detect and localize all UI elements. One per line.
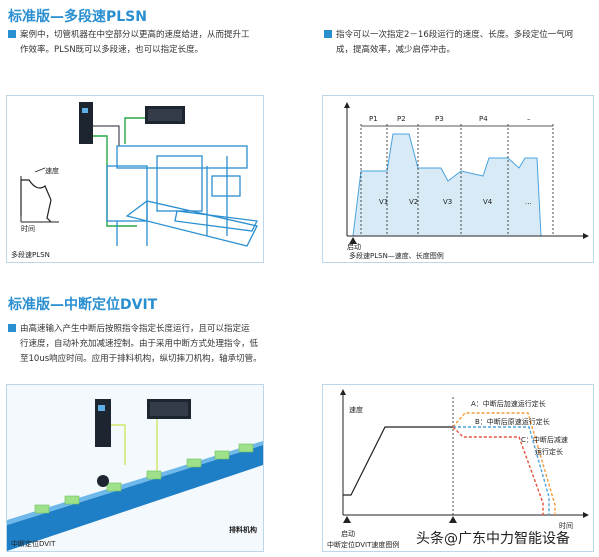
section2-left-panel: 排料机构 中断定位DVIT: [6, 384, 264, 552]
text-line: 行速度，自动补充加减速控制。由于采用中断方式处理指令，低: [20, 339, 259, 349]
value-label: V2: [409, 198, 419, 206]
bullet-icon: [8, 30, 16, 38]
line-b-label: B：中断后原速运行定长: [475, 418, 550, 426]
start-label: 启动: [347, 243, 361, 251]
section1-right-panel: P1 P2 P3 P4 – V1 V2 V3 V4 ... 启动 多段速PLSN…: [322, 95, 594, 263]
start-marker-icon: [343, 516, 351, 523]
speed-profile: [352, 133, 542, 237]
material-boxes: [34, 443, 254, 514]
segment-label: –: [527, 115, 531, 123]
section2-right-panel: 速度 A：中断后加速运行定长 B：中断后原速运行定长 C：中断后减速 运行定长 …: [322, 384, 594, 552]
bullet-icon: [324, 30, 332, 38]
line-c-label-2: 运行定长: [535, 448, 563, 456]
section1-title: 标准版—多段速PLSN: [8, 9, 147, 25]
dvit-speed-chart: [340, 389, 589, 523]
segment-label: P3: [435, 115, 444, 123]
base-profile: [343, 426, 453, 496]
text-line: 成，提高效率，减少启停冲击。: [336, 45, 456, 55]
value-label: V4: [483, 198, 493, 206]
panel-caption: 中断定位DVIT速度图例: [327, 541, 400, 549]
conveyor-belt: [7, 445, 263, 551]
speed-profile-mini: [20, 179, 52, 223]
start-marker-icon: [349, 237, 357, 244]
text-line: 由高速输入产生中断后按照指令指定长度运行，且可以指定运: [20, 324, 250, 334]
bullet-icon: [8, 324, 16, 332]
multi-speed-chart: [344, 102, 589, 244]
interrupt-marker-icon: [449, 516, 457, 523]
section1-left-panel: 速度 时间 多段速PLSN: [6, 95, 264, 263]
panel-caption: 多段速PLSN—速度、长度图例: [349, 252, 444, 260]
machine-outline: [106, 145, 258, 247]
text-line: 作效率。PLSN既可以多段速，也可以指定长度。: [20, 45, 204, 55]
line-c-label: C：中断后减速: [521, 436, 568, 444]
line-a-label: A：中断后加速运行定长: [471, 400, 546, 408]
conveyor-illustration: [7, 399, 263, 551]
motor-icon: [97, 475, 109, 487]
speed-label: 速度: [45, 167, 59, 175]
segment-label: P4: [479, 115, 488, 123]
segment-label: P1: [369, 115, 378, 123]
panel-caption: 多段速PLSN: [11, 251, 50, 259]
value-label: ...: [525, 198, 532, 206]
y-axis-label: 速度: [349, 406, 363, 414]
segment-label: P2: [397, 115, 406, 123]
segment-dividers: [360, 124, 554, 236]
section2-title: 标准版—中断定位DVIT: [8, 297, 158, 313]
text-line: 案例中，切管机器在中空部分以更高的速度给进，从而提升工: [20, 30, 250, 40]
line-b: [453, 426, 550, 515]
section1-left-text: 案例中，切管机器在中空部分以更高的速度给进，从而提升工 作效率。PLSN既可以多…: [8, 28, 298, 58]
panel-caption: 中断定位DVIT: [11, 540, 56, 548]
section1-right-text: 指令可以一次指定2－16段运行的速度、长度。多段定位一气呵 成，提高效率，减少启…: [324, 28, 596, 58]
pipe-cutter-illustration: [20, 102, 258, 247]
section2-text: 由高速输入产生中断后按照指令指定长度运行，且可以指定运 行速度，自动补充加减速控…: [8, 322, 298, 367]
watermark: 头条@广东中力智能设备: [416, 531, 570, 547]
text-line: 至10us响应时间。应用于排料机构，纵切摔刀机构，轴承切管。: [20, 354, 262, 364]
start-label: 启动: [341, 530, 355, 538]
text-line: 指令可以一次指定2－16段运行的速度、长度。多段定位一气呵: [336, 30, 574, 40]
line-a: [452, 412, 556, 515]
value-label: V1: [379, 198, 389, 206]
mechanism-label: 排料机构: [229, 526, 257, 534]
value-label: V3: [443, 198, 453, 206]
time-label: 时间: [21, 225, 35, 233]
x-axis-label: 时间: [559, 522, 573, 530]
line-c: [452, 426, 544, 515]
